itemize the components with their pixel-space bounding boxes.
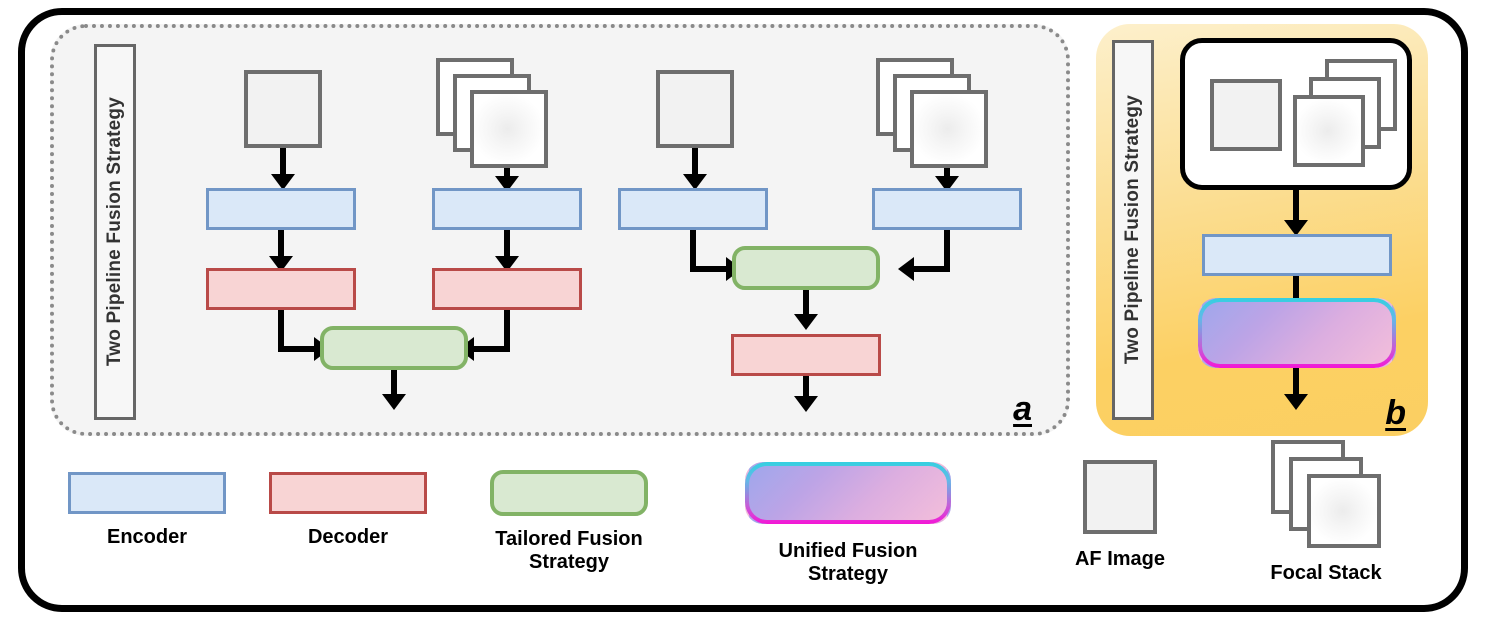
a-right-elbow-left-horiz (690, 266, 730, 272)
a-left-arrow-fusion-out (391, 370, 397, 400)
a-right-arrowhead-img-to-enc (683, 174, 707, 190)
panel-b-encoder (1202, 234, 1392, 276)
focal-stack-layer-front (910, 90, 988, 168)
panel-b-arrowhead-fusion-out (1284, 394, 1308, 410)
tailored-fusion-swatch (490, 470, 648, 516)
af-image-swatch (1083, 460, 1157, 534)
a-left-elbow-left-vert (278, 310, 284, 352)
a-right-elbow-right-vert (944, 230, 950, 272)
a-left-focal-stack (436, 58, 548, 168)
a-right-elbow-right-horiz (906, 266, 950, 272)
legend-label-af-image: AF Image (1074, 548, 1166, 570)
panel-a-side-label-text: Two Pipeline Fusion Strategy (104, 97, 125, 367)
legend-label-encoder: Encoder (106, 526, 188, 548)
legend-item-unified-fusion: Unified Fusion Strategy (737, 462, 959, 586)
legend-item-decoder: Decoder (247, 472, 449, 549)
legend-label-unified-fusion: Unified Fusion Strategy (778, 540, 918, 585)
legend-label-focal-stack: Focal Stack (1270, 562, 1382, 584)
panel-b-focal-stack (1293, 59, 1397, 167)
focal-stack-swatch (1271, 440, 1381, 548)
unified-fusion-swatch (745, 462, 951, 524)
a-left-arrowhead-fusion-out (382, 394, 406, 410)
a-left-decoder-stack (432, 268, 582, 310)
a-right-tailored-fusion (732, 246, 880, 290)
panel-a: Two Pipeline Fusion Strategy (50, 24, 1070, 436)
decoder-swatch (269, 472, 427, 514)
legend-item-focal-stack: Focal Stack (1238, 440, 1414, 585)
a-right-focal-stack (876, 58, 988, 168)
a-left-arrow-img-to-enc (280, 148, 286, 180)
focal-stack-layer-front (470, 90, 548, 168)
panel-b-arrow-input-to-encoder (1293, 190, 1299, 226)
panel-b-input-group (1180, 38, 1412, 190)
a-right-elbow-left-vert (690, 230, 696, 272)
panel-b-af-image (1210, 79, 1282, 151)
legend-item-encoder: Encoder (46, 472, 248, 549)
panel-b-side-label-text: Two Pipeline Fusion Strategy (1122, 95, 1143, 365)
a-right-encoder-stack (872, 188, 1022, 230)
a-right-arrow-fusion-to-decoder (803, 290, 809, 320)
panel-b-arrow-fusion-out (1293, 368, 1299, 400)
a-right-arrow-img-to-enc (692, 148, 698, 180)
panel-b: Two Pipeline Fusion Strategy b (1096, 24, 1428, 436)
a-left-arrow-stack-to-enc (504, 168, 510, 182)
focal-stack-layer-front (1307, 474, 1381, 548)
a-left-arrow-encstack-to-decstack (504, 230, 510, 262)
panel-b-unified-fusion (1198, 298, 1396, 368)
focal-stack-layer-front (1293, 95, 1365, 167)
a-left-encoder-af (206, 188, 356, 230)
a-right-arrowhead-fusion-to-decoder (794, 314, 818, 330)
a-right-arrowhead-decoder-out (794, 396, 818, 412)
a-right-encoder-af (618, 188, 768, 230)
panel-a-letter: a (1013, 390, 1032, 428)
a-left-elbow-right-horiz (466, 346, 510, 352)
a-right-af-image (656, 70, 734, 148)
legend-item-tailored-fusion: Tailored Fusion Strategy (468, 470, 670, 574)
a-left-decoder-af (206, 268, 356, 310)
a-left-encoder-stack (432, 188, 582, 230)
legend-label-tailored-fusion: Tailored Fusion Strategy (495, 528, 643, 573)
encoder-swatch (68, 472, 226, 514)
a-left-af-image (244, 70, 322, 148)
legend-label-decoder: Decoder (307, 526, 389, 548)
panel-b-side-label: Two Pipeline Fusion Strategy (1112, 40, 1154, 420)
a-right-decoder (731, 334, 881, 376)
a-right-arrow-stack-to-enc (944, 168, 950, 182)
a-right-arrow-decoder-out (803, 376, 809, 402)
panel-b-arrowhead-input-to-encoder (1284, 220, 1308, 236)
a-left-tailored-fusion (320, 326, 468, 370)
panel-a-side-label: Two Pipeline Fusion Strategy (94, 44, 136, 420)
a-right-arrowhead-into-fusion-right (898, 257, 914, 281)
legend-item-af-image: AF Image (1040, 460, 1200, 571)
a-left-arrow-encaf-to-decaf (278, 230, 284, 262)
a-left-arrowhead-img-to-enc (271, 174, 295, 190)
a-left-elbow-left-horiz (278, 346, 318, 352)
panel-b-arrow-encoder-to-fusion (1293, 276, 1299, 308)
a-left-elbow-right-vert (504, 310, 510, 352)
panel-b-letter: b (1385, 394, 1406, 432)
